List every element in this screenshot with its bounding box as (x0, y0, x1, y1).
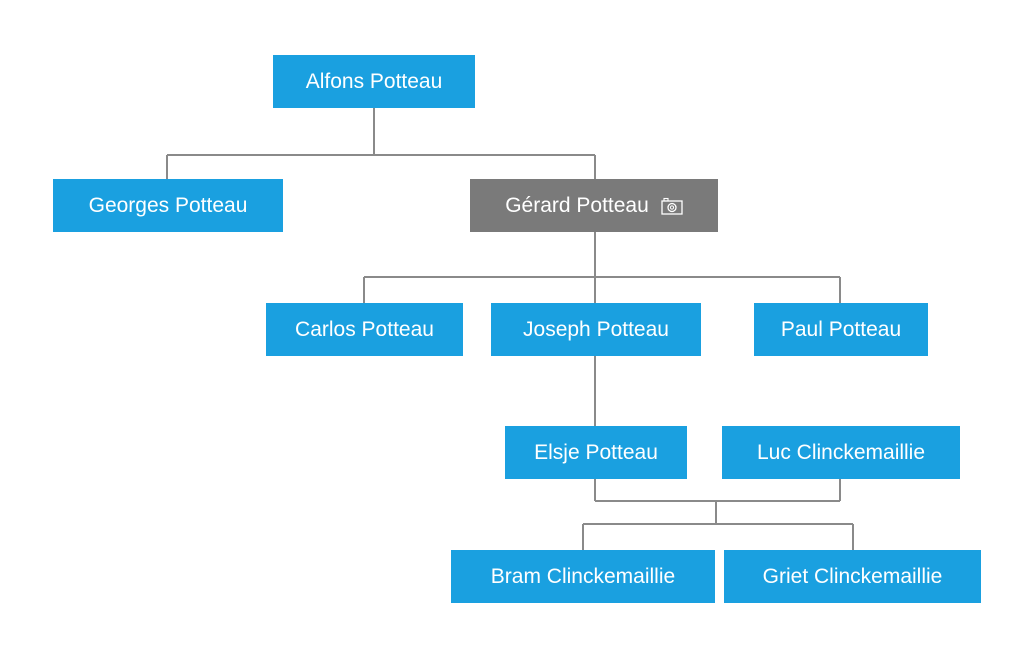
person-name: Elsje Potteau (534, 440, 658, 464)
camera-icon[interactable] (661, 197, 683, 215)
person-name: Paul Potteau (780, 317, 902, 341)
person-node-luc-clinckemaillie[interactable]: Luc Clinckemaillie (722, 426, 960, 479)
person-node-paul-potteau[interactable]: Paul Potteau (754, 303, 928, 356)
person-node-carlos-potteau[interactable]: Carlos Potteau (266, 303, 463, 356)
person-name: Alfons Potteau (305, 69, 443, 93)
person-node-bram-clinckemaillie[interactable]: Bram Clinckemaillie (451, 550, 715, 603)
person-name: Luc Clinckemaillie (756, 440, 926, 464)
person-name: Georges Potteau (88, 193, 248, 217)
person-name: Griet Clinckemaillie (762, 564, 943, 588)
person-node-elsje-potteau[interactable]: Elsje Potteau (505, 426, 687, 479)
person-node-griet-clinckemaillie[interactable]: Griet Clinckemaillie (724, 550, 981, 603)
person-node-georges-potteau[interactable]: Georges Potteau (53, 179, 283, 232)
person-name: Carlos Potteau (295, 317, 434, 341)
person-name: Gérard Potteau (505, 193, 649, 217)
person-node-alfons-potteau[interactable]: Alfons Potteau (273, 55, 475, 108)
person-name: Joseph Potteau (523, 317, 669, 341)
person-node-gerard-potteau-selected[interactable]: Gérard Potteau (470, 179, 718, 232)
person-node-joseph-potteau[interactable]: Joseph Potteau (491, 303, 701, 356)
person-name: Bram Clinckemaillie (490, 564, 676, 588)
